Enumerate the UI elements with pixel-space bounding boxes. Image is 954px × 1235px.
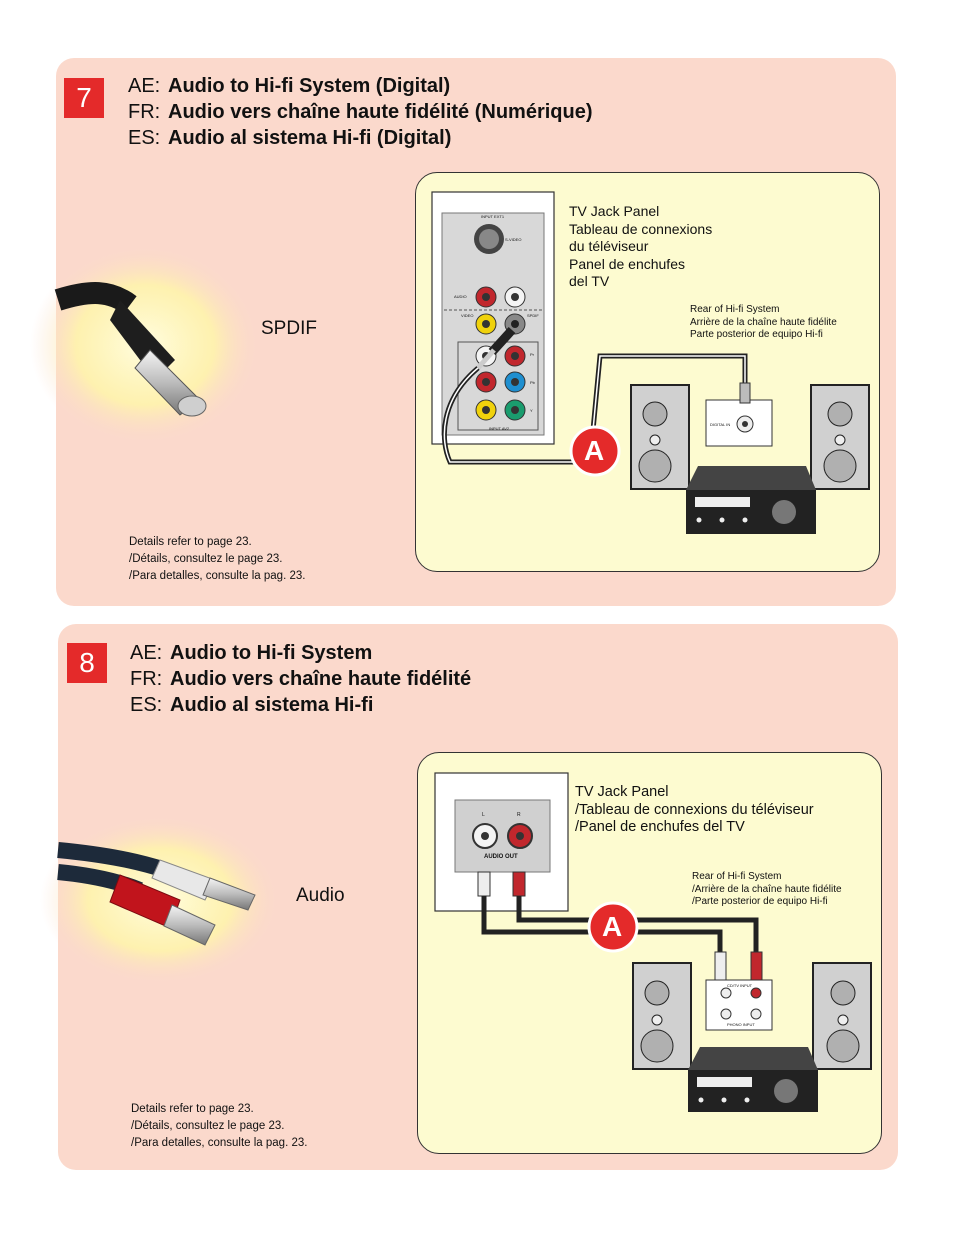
spdif-jack-label: SPDIF [527,313,539,318]
title-row-ae: AE:Audio to Hi-fi System [130,642,373,664]
audio-out-label: AUDIO OUT [484,854,518,860]
title-row-es: ES:Audio al sistema Hi-fi (Digital) [128,127,452,149]
pr-label: Pr [530,352,534,357]
section-8-tv-jack-panel-label: TV Jack Panel /Tableau de connexions du … [575,784,814,835]
title-row-ae: AE:Audio to Hi-fi System (Digital) [128,75,451,97]
cd-tv-input-label: CD/TV INPUT [727,983,753,988]
step-7-badge: 7 [64,78,104,118]
section-8-titles: AE:Audio to Hi-fi System FR:Audio vers c… [130,640,471,718]
s-video-label: S-VIDEO [505,237,522,242]
phono-input-label: PHONO INPUT [727,1022,755,1027]
section-8-rear-hifi-label: Rear of Hi-fi System /Arrière de la chaî… [692,871,842,907]
title-row-fr: FR:Audio vers chaîne haute fidélité (Num… [128,101,593,123]
audio-marker-text: A [602,911,623,942]
pb-label: Pb [530,380,535,385]
video-label-7: VIDEO [461,313,474,318]
y-label: Y [530,408,533,413]
audio-out-l-label: L [482,812,485,818]
input-ext1-label: INPUT EXT1 [481,214,505,219]
digital-in-label: DIGITAL IN [710,422,731,427]
audio-out-r-label: R [517,812,521,818]
section-7-rear-hifi-label: Rear of Hi-fi System Arrière de la chaîn… [690,304,837,340]
audio-label-7: AUDIO [454,294,467,299]
section-7-tv-jack-panel-label: TV Jack Panel Tableau de connexions du t… [569,203,713,289]
title-row-es: ES:Audio al sistema Hi-fi [130,694,374,716]
section-8-details: Details refer to page 23. /Détails, cons… [131,1103,308,1149]
section-7-titles: AE:Audio to Hi-fi System (Digital) FR:Au… [128,73,593,151]
spdif-label: SPDIF [261,318,317,339]
step-8-badge: 8 [67,643,107,683]
input-av2-label: INPUT AV2 [489,426,510,431]
section-7-details: Details refer to page 23. /Détails, cons… [129,536,306,582]
spdif-marker-text: A [584,435,605,466]
title-row-fr: FR:Audio vers chaîne haute fidélité [130,668,472,690]
audio-label: Audio [296,885,345,906]
